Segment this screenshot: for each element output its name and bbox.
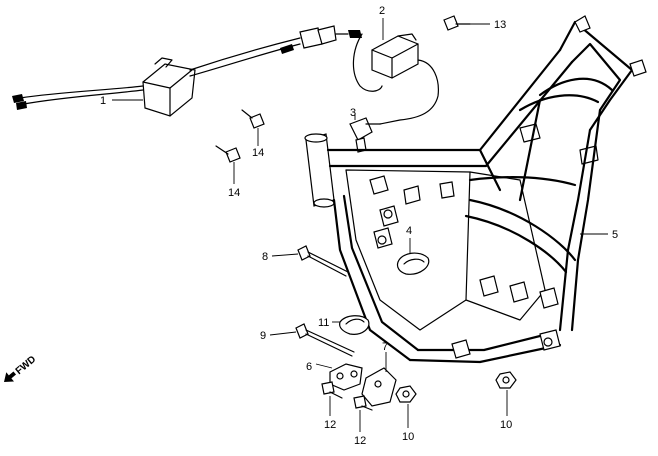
bolt-8 xyxy=(297,245,349,277)
callout-8: 8 xyxy=(262,251,268,263)
nut-10b xyxy=(495,371,517,389)
bolt-14b xyxy=(215,145,241,163)
fwd-arrow-icon xyxy=(4,371,17,382)
callout-1: 1 xyxy=(100,95,106,107)
bolt-14a xyxy=(241,109,265,129)
callout-4: 4 xyxy=(406,225,412,237)
bracket-7 xyxy=(361,367,397,407)
bolt-13 xyxy=(443,15,471,31)
callout-12a: 12 xyxy=(324,419,336,431)
bolt-12a xyxy=(321,381,343,399)
callout-12b: 12 xyxy=(354,435,366,447)
leader-lines xyxy=(112,18,608,432)
cdi-unit xyxy=(12,25,362,117)
plate-6 xyxy=(329,363,363,391)
ignition-coil xyxy=(352,33,439,125)
callout-labels: 1 2 3 4 5 6 7 8 9 10 10 11 12 12 13 14 1… xyxy=(100,5,618,447)
callout-10b: 10 xyxy=(500,419,512,431)
callout-9: 9 xyxy=(260,330,266,342)
main-frame xyxy=(304,15,647,364)
callout-13: 13 xyxy=(494,19,506,31)
callout-3: 3 xyxy=(350,107,356,119)
callout-14a: 14 xyxy=(252,147,264,159)
cable-guide-clamp xyxy=(339,315,370,335)
bolt-9 xyxy=(295,323,355,357)
callout-6: 6 xyxy=(306,361,312,373)
nut-10a xyxy=(395,385,417,403)
callout-5: 5 xyxy=(612,229,618,241)
callout-2: 2 xyxy=(379,5,385,17)
spark-plug-cap xyxy=(349,117,381,153)
bolt-12b xyxy=(353,395,373,411)
fwd-indicator: FWD xyxy=(4,354,39,382)
callout-11: 11 xyxy=(318,317,329,329)
callout-10a: 10 xyxy=(402,431,414,443)
fwd-label: FWD xyxy=(14,354,39,377)
wire-clamp xyxy=(396,252,430,275)
callout-7: 7 xyxy=(382,341,388,353)
callout-14b: 14 xyxy=(228,187,240,199)
